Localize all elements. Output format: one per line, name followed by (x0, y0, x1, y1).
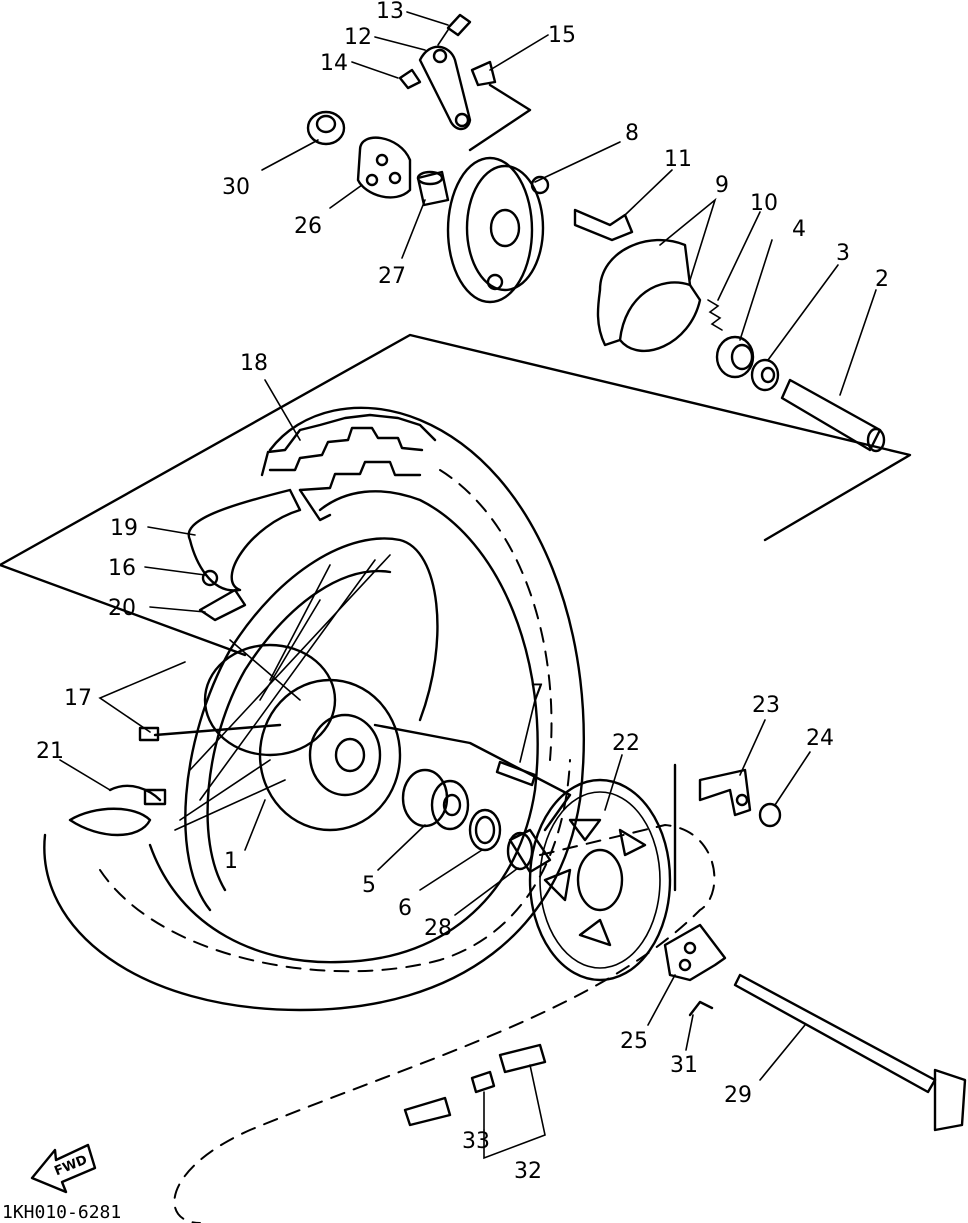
label-2: 2 (875, 267, 889, 292)
label-25: 25 (620, 1029, 648, 1054)
label-30: 30 (222, 175, 250, 200)
tube-section (68, 807, 152, 837)
hub-bearing-5 (401, 768, 470, 831)
tire-tread (260, 413, 437, 522)
label-10: 10 (750, 191, 778, 216)
label-12: 12 (344, 25, 372, 50)
label-11: 11 (664, 147, 692, 172)
collar-27 (416, 170, 450, 207)
bolt-7 (495, 760, 537, 787)
valve-stem (108, 784, 167, 806)
rim-band-assembly (187, 488, 302, 622)
label-24: 24 (806, 726, 834, 751)
spoke (138, 723, 282, 742)
label-33: 33 (462, 1129, 490, 1154)
label-32: 32 (514, 1159, 542, 1184)
leader-lines (59, 11, 877, 1160)
label-14: 14 (320, 51, 348, 76)
label-27: 27 (378, 264, 406, 289)
brake-shoes (596, 238, 702, 352)
label-16: 16 (108, 556, 136, 581)
drawing-code: 1KH010-6281 (2, 1202, 121, 1223)
label-4: 4 (792, 217, 806, 242)
wheel-rim (174, 537, 439, 912)
collar-30 (306, 110, 346, 146)
label-1: 1 (224, 849, 238, 874)
label-8: 8 (625, 121, 639, 146)
tire (43, 406, 585, 1012)
drive-chain (173, 823, 716, 1223)
label-18: 18 (240, 351, 268, 376)
chain-puller-left (663, 923, 727, 982)
fwd-label: FWD (52, 1153, 89, 1180)
camshaft (573, 208, 634, 242)
hub-clutch-plate (356, 136, 412, 199)
label-15: 15 (548, 23, 576, 48)
label-22: 22 (612, 731, 640, 756)
label-5: 5 (362, 873, 376, 898)
oil-seal-6 (468, 808, 502, 852)
label-19: 19 (110, 516, 138, 541)
part-labels: 13 12 14 15 30 26 27 8 11 9 10 4 3 2 18 … (36, 0, 889, 1184)
label-31: 31 (670, 1053, 698, 1078)
label-20: 20 (108, 596, 136, 621)
bearing-and-seal (715, 335, 780, 392)
forward-direction-arrow: FWD (30, 1143, 97, 1194)
wheel-axle (733, 973, 967, 1132)
label-29: 29 (724, 1083, 752, 1108)
label-9: 9 (715, 173, 729, 198)
nut-24 (758, 802, 782, 828)
label-3: 3 (836, 241, 850, 266)
label-6: 6 (398, 896, 412, 921)
master-link (470, 1070, 496, 1094)
spacer-tube (780, 378, 886, 453)
label-28: 28 (424, 916, 452, 941)
label-17: 17 (64, 686, 92, 711)
cotter-pin (688, 1000, 714, 1017)
label-23: 23 (752, 693, 780, 718)
camshaft-lever-assembly (398, 13, 497, 131)
label-26: 26 (294, 214, 322, 239)
brake-shoe-plate (446, 156, 550, 304)
label-21: 21 (36, 739, 64, 764)
label-13: 13 (376, 0, 404, 24)
rear-sprocket (528, 778, 672, 982)
label-7: 7 (530, 681, 544, 706)
chain-puller (698, 768, 752, 817)
spring (707, 299, 723, 331)
